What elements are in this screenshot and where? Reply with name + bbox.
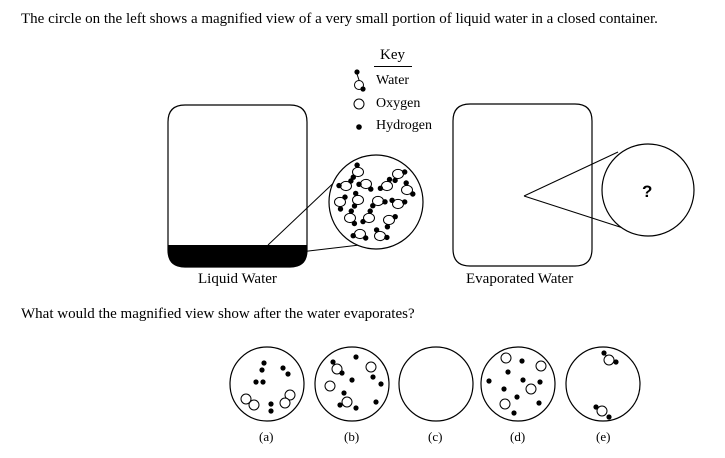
hydrogen-atom: [402, 169, 408, 175]
choice-a-circle[interactable]: [229, 346, 305, 422]
choice-d-label[interactable]: (d): [510, 429, 526, 444]
key-water-icon: [354, 69, 366, 92]
question-mark: ?: [642, 182, 652, 201]
hydrogen-atom: [370, 203, 376, 209]
key-oxygen-icon: [353, 98, 365, 110]
choice-e-label[interactable]: (e): [596, 429, 611, 444]
hydrogen-atom: [363, 235, 369, 241]
key-hydrogen-icon: [356, 124, 362, 130]
key-title: Key: [380, 47, 405, 63]
evaporated-water-label: Evaporated Water: [466, 271, 574, 287]
hydrogen-atom: [342, 194, 348, 200]
hydrogen-atom: [360, 218, 366, 225]
choice-c-circle[interactable]: [398, 346, 474, 422]
intro-text: The circle on the left shows a magnified…: [21, 11, 658, 27]
choice-d-particles: [486, 352, 547, 416]
hydrogen-atom: [350, 233, 356, 239]
hydrogen-atom: [336, 182, 342, 189]
hydrogen-atom: [389, 197, 395, 203]
oxygen-atom: [381, 180, 393, 192]
hydrogen-atom: [392, 214, 398, 220]
choice-b-particles: [324, 354, 384, 411]
hydrogen-atom: [348, 208, 354, 214]
hydrogen-atom: [384, 234, 390, 241]
choice-d-circle[interactable]: [480, 346, 556, 422]
hydrogen-atom: [351, 203, 358, 209]
hydrogen-atom: [384, 224, 391, 230]
hydrogen-atom: [337, 206, 344, 212]
hydrogen-atom: [368, 186, 374, 192]
hydrogen-atom: [353, 190, 359, 197]
hydrogen-atom: [367, 208, 373, 214]
key-underline: [374, 66, 412, 67]
hydrogen-atom: [410, 191, 416, 197]
liquid-water-label: Liquid Water: [198, 271, 277, 287]
liquid-molecules: [334, 162, 416, 242]
hydrogen-atom: [377, 185, 384, 191]
liquid-water-layer: [168, 245, 307, 267]
hydrogen-atom: [348, 178, 354, 184]
choice-e-particles: [593, 350, 619, 420]
key-oxygen-label: Oxygen: [376, 96, 421, 111]
choice-a-label[interactable]: (a): [259, 429, 274, 444]
oxygen-atom: [352, 194, 364, 206]
hydrogen-atom: [356, 181, 362, 187]
choice-b-label[interactable]: (b): [344, 429, 360, 444]
evaporated-zoom-lines: [523, 151, 624, 229]
choice-e-circle[interactable]: [565, 346, 641, 422]
hydrogen-atom: [386, 176, 393, 183]
hydrogen-atom: [354, 162, 360, 168]
oxygen-atom: [392, 168, 404, 180]
key-water-label: Water: [376, 73, 410, 88]
oxygen-atom: [374, 230, 386, 242]
choice-c-label[interactable]: (c): [428, 429, 443, 444]
hydrogen-atom: [403, 180, 409, 186]
hydrogen-atom: [351, 220, 358, 227]
choice-a-particles: [240, 360, 296, 414]
key-hydrogen-label: Hydrogen: [376, 118, 432, 133]
hydrogen-atom: [382, 199, 388, 205]
question-text: What would the magnified view show after…: [21, 306, 415, 322]
hydrogen-atom: [373, 227, 380, 233]
oxygen-atom: [383, 214, 395, 226]
hydrogen-atom: [402, 199, 408, 205]
liquid-container: [167, 104, 308, 268]
evaporated-container: [452, 103, 593, 267]
hydrogen-atom: [392, 177, 398, 184]
evaporated-magnified-circle: [601, 143, 695, 237]
